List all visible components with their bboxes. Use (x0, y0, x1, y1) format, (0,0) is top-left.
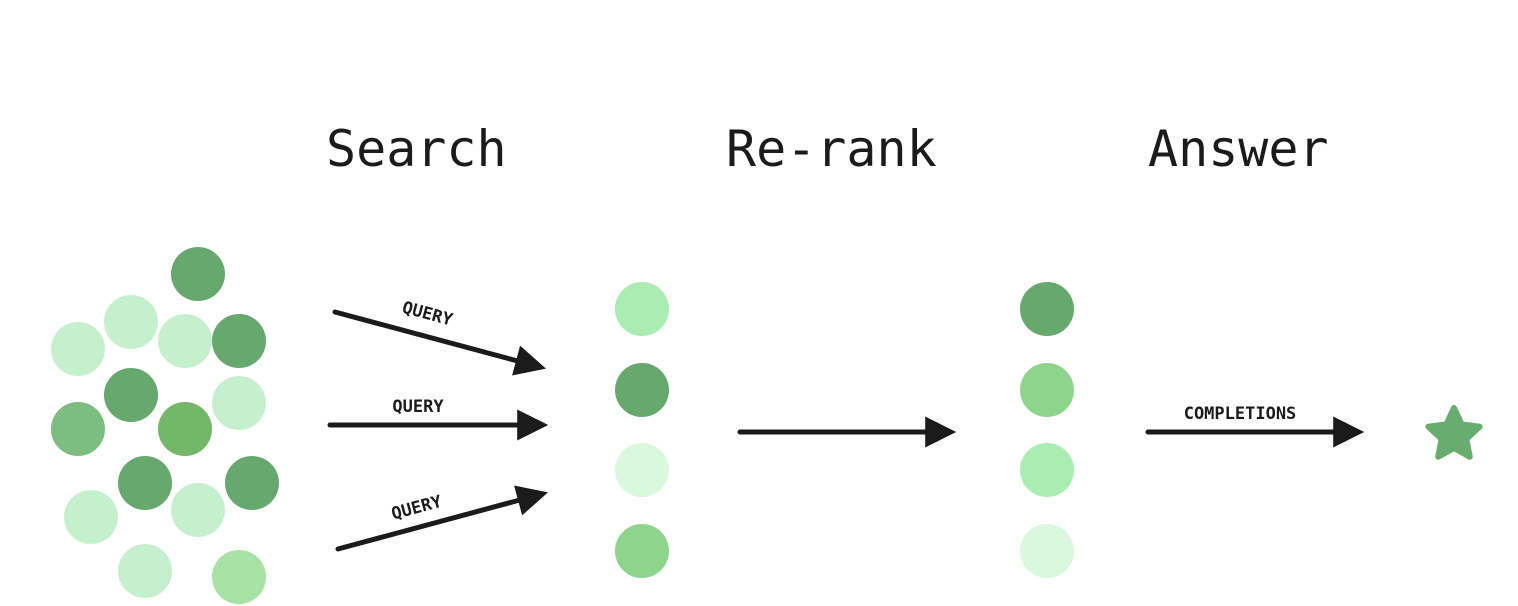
document-node (158, 402, 212, 456)
document-node (51, 322, 105, 376)
completions-label: COMPLETIONS (1184, 404, 1297, 424)
document-node (118, 544, 172, 598)
stage-title-answer: Answer (1148, 120, 1329, 178)
document-node (104, 295, 158, 349)
document-node (171, 247, 225, 301)
query-label-3: QUERY (389, 492, 444, 525)
stage-title-search: Search (326, 120, 507, 178)
search-result-node (615, 524, 669, 578)
query-arrow-3 (335, 485, 548, 552)
document-node (118, 456, 172, 510)
search-result-node (615, 443, 669, 497)
document-node (212, 550, 266, 604)
document-node (225, 456, 279, 510)
document-node (158, 314, 212, 368)
star-icon (1425, 405, 1483, 460)
stage-title-rerank: Re-rank (726, 120, 937, 178)
query-arrow-1 (332, 309, 546, 376)
reranked-result-node (1020, 363, 1074, 417)
query-label-1: QUERY (400, 298, 455, 331)
search-results-column (615, 282, 669, 578)
document-node (64, 490, 118, 544)
query-label-2: QUERY (392, 397, 444, 417)
reranked-result-node (1020, 282, 1074, 336)
document-node (51, 402, 105, 456)
search-result-node (615, 282, 669, 336)
query-arrows: QUERY QUERY QUERY (327, 298, 549, 552)
document-corpus-cluster (51, 247, 279, 604)
reranked-results-column (1020, 282, 1074, 578)
reranked-result-node (1020, 524, 1074, 578)
document-node (212, 314, 266, 368)
reranked-result-node (1020, 443, 1074, 497)
search-result-node (615, 363, 669, 417)
document-node (212, 376, 266, 430)
document-node (104, 368, 158, 422)
document-node (171, 483, 225, 537)
